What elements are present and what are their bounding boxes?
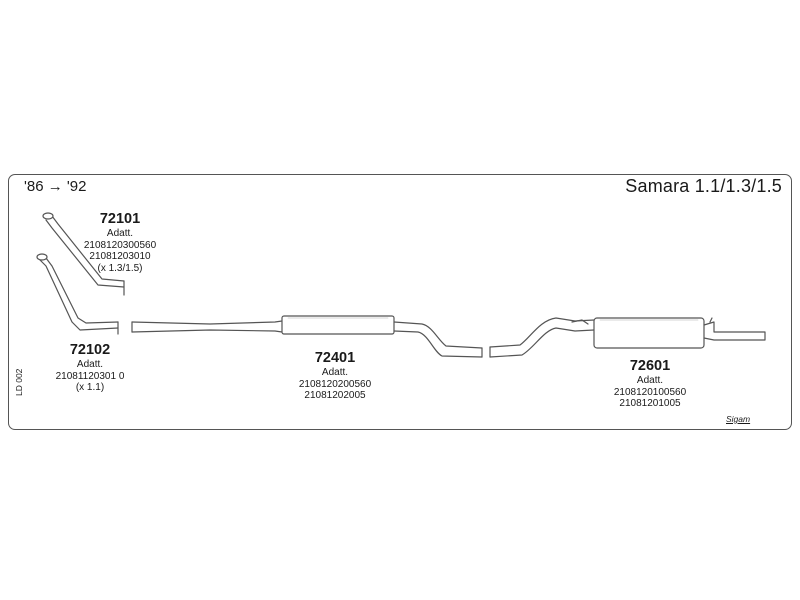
- part-72601-adatt: Adatt. 2108120100560 21081201005: [614, 375, 686, 410]
- vehicle-model: Samara 1.1/1.3/1.5: [625, 176, 782, 196]
- part-72401-adatt: Adatt. 2108120200560 21081202005: [299, 367, 371, 402]
- part-number-72102: 72102: [69, 342, 111, 358]
- part-72401-line: 21081202005: [304, 390, 366, 401]
- part-number-72601: 72601: [629, 358, 671, 374]
- part-72401-line: 2108120200560: [298, 378, 372, 390]
- part-72601-line: 2108120100560: [613, 386, 687, 398]
- rear-section-72601: [489, 317, 766, 358]
- part-72101-line: (x 1.3/1.5): [97, 262, 143, 274]
- part-72601-line: 21081201005: [619, 398, 681, 409]
- part-72101-adatt: Adatt. 2108120300560 21081203010 (x 1.3/…: [84, 228, 156, 274]
- diagram-frame: [8, 174, 792, 430]
- front-pipe-72101: [42, 212, 125, 296]
- part-72102-line: 21081120301 0: [55, 370, 125, 382]
- part-72101-line: 2108120300560: [83, 239, 157, 251]
- middle-section-72401: [131, 315, 483, 358]
- part-72101-line: 21081203010: [89, 251, 151, 262]
- brand-logo: Sigam: [726, 414, 751, 424]
- part-number-72401: 72401: [314, 350, 356, 366]
- part-72102-line: (x 1.1): [75, 382, 105, 393]
- part-number-72101: 72101: [99, 211, 141, 227]
- part-72101-line: Adatt.: [106, 228, 134, 239]
- part-72601-line: Adatt.: [636, 375, 664, 386]
- part-72401-line: Adatt.: [321, 367, 349, 378]
- year-range: '86 → '92: [24, 178, 87, 195]
- part-72102-adatt: Adatt. 21081120301 0 (x 1.1): [56, 359, 125, 394]
- front-pipe-72102: [36, 253, 119, 335]
- part-72102-line: Adatt.: [76, 359, 104, 370]
